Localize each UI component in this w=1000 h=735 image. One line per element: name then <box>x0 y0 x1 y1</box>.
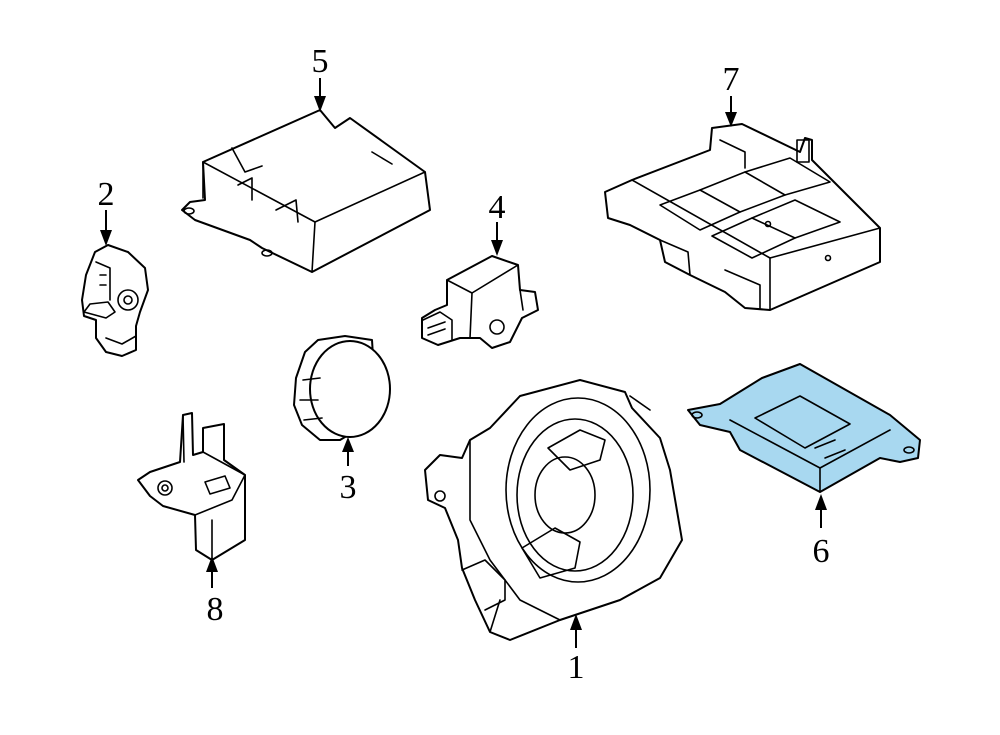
part-impact-sensor[interactable] <box>81 244 149 357</box>
callout-2: 2 <box>98 176 115 213</box>
callout-7: 7 <box>723 61 740 98</box>
arrow-1 <box>570 614 582 648</box>
part-occupant-module[interactable] <box>687 363 921 493</box>
callout-3: 3 <box>340 469 357 506</box>
arrow-2 <box>100 210 112 246</box>
arrow-8 <box>206 556 218 588</box>
callout-1: 1 <box>568 649 585 686</box>
part-side-sensor[interactable] <box>421 255 539 349</box>
callout-8: 8 <box>207 591 224 628</box>
arrow-3 <box>342 437 354 466</box>
callout-6: 6 <box>813 533 830 570</box>
part-bracket-sensor[interactable] <box>137 412 246 561</box>
part-round-sensor[interactable] <box>293 335 391 441</box>
arrow-5 <box>314 78 326 112</box>
arrow-7 <box>725 96 737 127</box>
part-airbag-control-module[interactable] <box>181 109 431 273</box>
arrow-6 <box>815 494 827 528</box>
callout-5: 5 <box>312 43 329 80</box>
arrow-4 <box>491 222 503 256</box>
part-seat-weight-sensor[interactable] <box>604 123 881 311</box>
callout-4: 4 <box>489 189 506 226</box>
part-clock-spring[interactable] <box>424 379 683 641</box>
